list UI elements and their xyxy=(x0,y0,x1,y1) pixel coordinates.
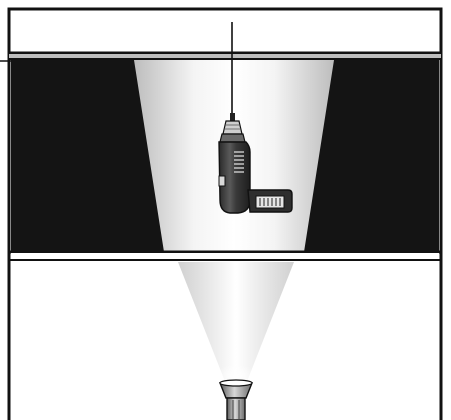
drill-icon xyxy=(218,113,293,214)
top-plate xyxy=(0,51,441,62)
flashlight-icon xyxy=(218,379,254,420)
bottom-plate xyxy=(9,250,441,261)
